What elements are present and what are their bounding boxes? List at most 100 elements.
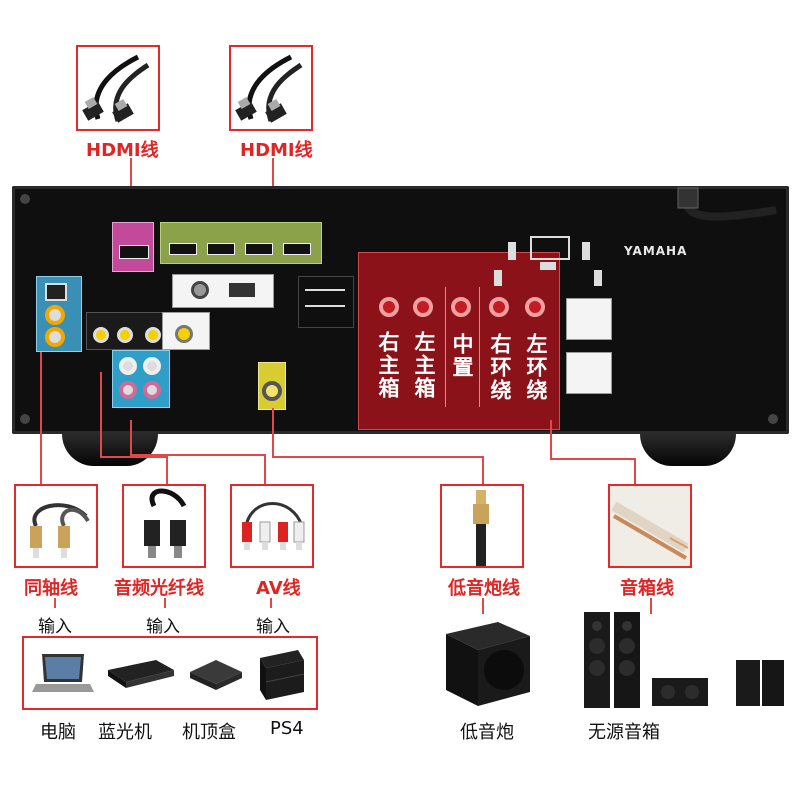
rca-jack-white xyxy=(119,357,137,375)
cable-strip-diagram xyxy=(298,276,354,328)
optical-cable-icon xyxy=(144,488,187,558)
yamaha-logo: YAMAHA xyxy=(624,244,688,258)
monitor-out-panel xyxy=(162,312,210,350)
av-cable-icon xyxy=(242,502,305,550)
passive-speakers-label: 无源音箱 xyxy=(588,722,660,743)
speaker-terminal-jack xyxy=(379,297,399,317)
digital-audio-input-panel xyxy=(36,276,82,352)
hdmi-cable-label-1: HDMI线 xyxy=(86,140,159,161)
device-label-settopbox: 机顶盒 xyxy=(182,722,236,743)
speaker-terminal-panel: 右主箱 左主箱 中置 右环绕 左环绕 xyxy=(358,252,560,430)
subwoofer-label: 低音炮 xyxy=(460,722,514,743)
antenna-panel xyxy=(172,274,274,308)
connector-line xyxy=(272,408,274,458)
tv-icon xyxy=(530,236,570,260)
hdmi-cable-label-2: HDMI线 xyxy=(240,140,313,161)
bluray-player-icon xyxy=(108,660,174,688)
connector-line xyxy=(550,458,636,460)
hdmi-port xyxy=(245,243,273,255)
fm-antenna-jack xyxy=(191,281,209,299)
passive-speakers-icon xyxy=(584,612,784,708)
speaker-label-surround-right: 右环绕 xyxy=(488,333,512,402)
speaker-label-center: 中置 xyxy=(450,333,474,379)
device-label-bluray: 蓝光机 xyxy=(98,722,152,743)
speaker-label-front-right: 右主箱 xyxy=(376,331,400,400)
connector-line xyxy=(272,456,484,458)
wire-line xyxy=(305,289,345,291)
av-receiver-back-panel: 右主箱 左主箱 中置 右环绕 左环绕 YAMAHA xyxy=(12,186,789,434)
subwoofer-cable-box xyxy=(440,484,524,568)
connector-line xyxy=(482,456,484,484)
coaxial-cable-icon xyxy=(30,503,90,558)
speaker-panel-divider xyxy=(445,287,446,407)
connector-line xyxy=(100,456,168,458)
set-top-box-icon xyxy=(190,660,242,690)
screw xyxy=(20,194,30,204)
connector-line xyxy=(264,454,266,484)
subwoofer-icon xyxy=(446,622,530,706)
warning-diagram xyxy=(566,298,612,340)
subwoofer-jack xyxy=(262,381,282,401)
subwoofer-cable-icon xyxy=(473,490,489,566)
hdmi-port xyxy=(207,243,235,255)
optical-port xyxy=(45,283,67,301)
speaker-cable-box xyxy=(608,484,692,568)
wire-line xyxy=(305,305,345,307)
coaxial-cable-label: 同轴线 xyxy=(24,578,78,599)
receiver-foot xyxy=(62,434,158,466)
speaker-cable-icon xyxy=(610,486,690,566)
connector-line xyxy=(270,598,272,608)
device-label-computer: 电脑 xyxy=(40,722,76,743)
video-jack xyxy=(145,327,161,343)
optical-cable-label: 音频光纤线 xyxy=(114,578,204,599)
speaker-icon xyxy=(494,270,502,286)
av-cable-box xyxy=(230,484,314,568)
speaker-cable-label: 音箱线 xyxy=(620,578,674,599)
coaxial-jack xyxy=(45,305,65,325)
video-jack xyxy=(93,327,109,343)
ps4-console-icon xyxy=(260,650,305,700)
coaxial-cable-box xyxy=(14,484,98,568)
screw xyxy=(20,414,30,424)
connector-line xyxy=(164,598,166,608)
connector-line xyxy=(482,598,484,614)
speaker-icon xyxy=(508,242,516,260)
subwoofer-cable-label: 低音炮线 xyxy=(448,578,520,599)
optical-cable-box xyxy=(122,484,206,568)
subwoofer-out-panel xyxy=(258,362,286,410)
warning-diagram xyxy=(566,352,612,394)
input-label-1: 输入 xyxy=(38,617,72,637)
connector-line xyxy=(634,458,636,484)
speaker-label-front-left: 左主箱 xyxy=(412,331,436,400)
hdmi-out-port-panel xyxy=(112,222,154,272)
am-antenna-terminal xyxy=(229,283,255,297)
connector-line xyxy=(550,420,552,460)
speaker-terminal-jack xyxy=(451,297,471,317)
speaker-terminal-jack xyxy=(413,297,433,317)
rca-jack-white xyxy=(143,357,161,375)
speaker-panel-divider xyxy=(479,287,480,407)
hdmi-port xyxy=(119,245,149,259)
hdmi-port xyxy=(169,243,197,255)
speaker-terminal-jack xyxy=(525,297,545,317)
monitor-out-jack xyxy=(175,325,193,343)
speaker-icon xyxy=(582,242,590,260)
hdmi-cable-icon xyxy=(82,54,150,123)
av-cable-label: AV线 xyxy=(256,578,301,599)
video-jack xyxy=(117,327,133,343)
speaker-label-surround-left: 左环绕 xyxy=(524,333,548,402)
connector-line xyxy=(130,158,132,206)
speaker-terminal-jack xyxy=(489,297,509,317)
hdmi-port xyxy=(283,243,311,255)
hdmi-cable-box-1 xyxy=(76,45,160,131)
hdmi-cable-box-2 xyxy=(229,45,313,131)
connector-line xyxy=(130,454,266,456)
speaker-icon xyxy=(540,262,556,270)
hdmi-cable-icon xyxy=(235,54,303,123)
rca-jack-red xyxy=(119,381,137,399)
screw xyxy=(768,414,778,424)
rca-jack-red xyxy=(143,381,161,399)
coaxial-jack xyxy=(45,327,65,347)
connector-line xyxy=(100,372,102,458)
connector-line xyxy=(650,598,652,614)
